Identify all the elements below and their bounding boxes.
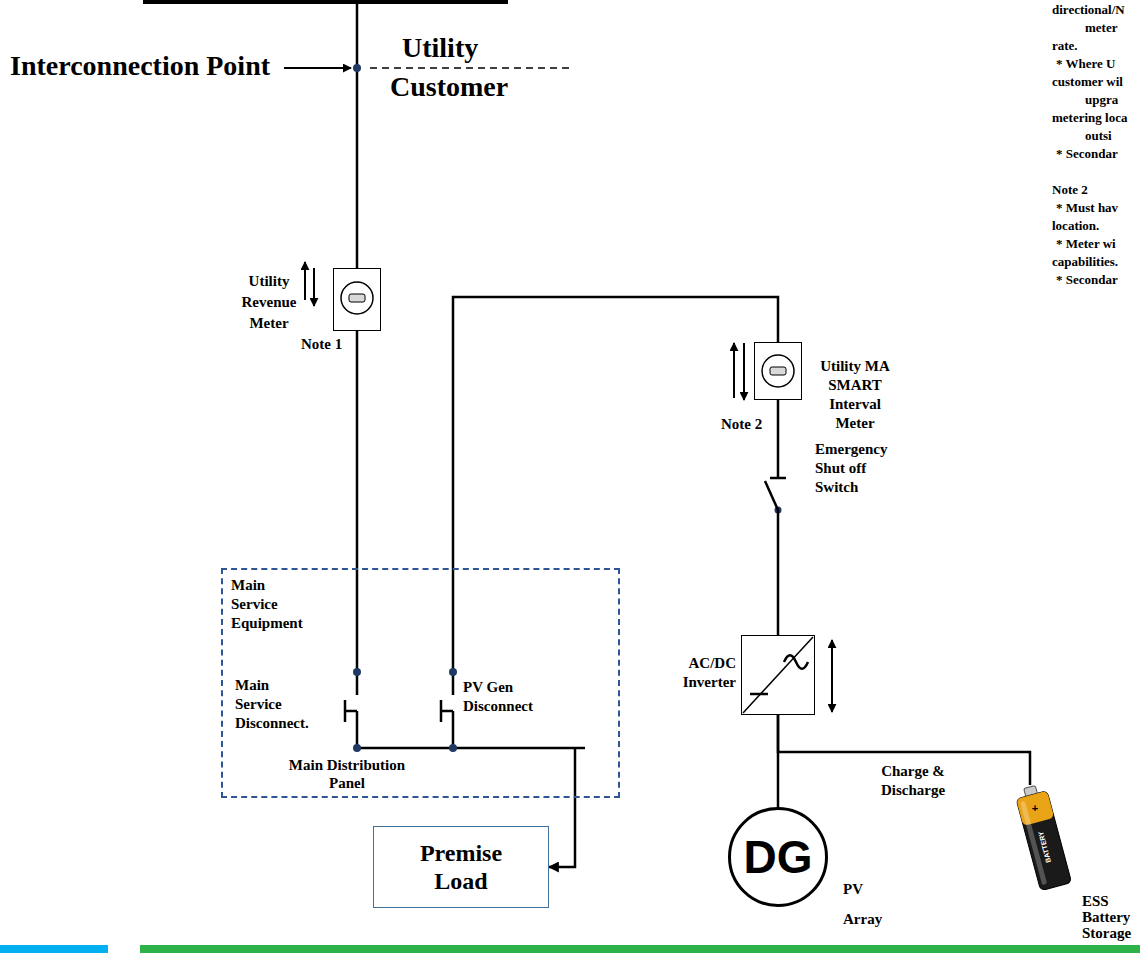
inverter-symbol [750, 693, 768, 696]
array-label: PV Array [843, 874, 887, 934]
group-heading: Main Service Equipment [231, 576, 309, 633]
emergency-switch [765, 478, 786, 510]
note-text: meter [1085, 20, 1117, 36]
note-text: outsi [1085, 128, 1112, 144]
footer-bar-green [140, 945, 1140, 953]
meter-symbol [762, 355, 794, 387]
battery-body [1014, 783, 1072, 891]
note-text: upgra [1085, 92, 1118, 108]
note-text: * Secondar [1056, 272, 1118, 288]
battery-icon [990, 785, 1070, 900]
connector-wire [549, 798, 575, 867]
inverter-box: AC/DC Inverter [741, 635, 815, 715]
connector-wire [356, 331, 359, 568]
note-text: * Secondar [1056, 146, 1118, 162]
interconnection-dot [353, 64, 361, 72]
polarity-mark: + [1032, 802, 1038, 814]
meter-label: Utility Revenue Meter [239, 271, 299, 334]
note-text: directional/N [1052, 2, 1125, 18]
meter-label: Utility MA SMART Interval Meter [809, 357, 901, 433]
revenue-meter: Utility Revenue MeterNote 1 [333, 268, 381, 331]
generator-code: DG [744, 832, 813, 882]
terminal-dots [353, 744, 361, 752]
switch-label: Main Service Disconnect. [235, 676, 315, 733]
note-text: * Meter wi [1056, 236, 1116, 252]
smart-meter: Utility MA SMART Interval MeterNote 2 [754, 342, 802, 400]
pointer-label: Interconnection Point [10, 50, 270, 82]
flow-arrows [831, 640, 833, 712]
note-heading: Note 2 [1052, 182, 1088, 198]
disconnect-switch [356, 711, 359, 748]
busbar [574, 748, 577, 798]
meter-symbol [341, 282, 373, 314]
meter-symbol [770, 367, 786, 375]
battery-storage: +BATTERYESS Battery Storage [990, 785, 1070, 900]
flow-arrows [313, 268, 315, 306]
utility-feeder [356, 0, 359, 268]
inverter-symbol [743, 637, 813, 713]
note-text: * Must hav [1056, 200, 1118, 216]
ownership-divider [370, 67, 570, 69]
connector-wire [453, 297, 778, 568]
note-text: rate. [1052, 38, 1078, 54]
disconnect-switch [345, 568, 453, 748]
footer-bar-blue [0, 945, 108, 953]
terminal-dots [449, 668, 457, 676]
inverter-label: AC/DC Inverter [674, 654, 736, 692]
meter-symbol [349, 294, 365, 302]
inverter-symbol [784, 655, 808, 669]
note-text: capabilities. [1052, 254, 1118, 270]
side-label: Customer [390, 71, 508, 103]
inverter-symbol [743, 637, 813, 713]
flow-arrows [743, 343, 745, 400]
service-equipment-group: Main Service EquipmentMain Service Disco… [221, 568, 620, 798]
terminal-dots [449, 744, 457, 752]
battery-casing [1016, 791, 1071, 891]
panel-label: Main Distribution Panel [277, 756, 417, 792]
note-text: metering loca [1052, 110, 1127, 126]
switch-label: Emergency Shut off Switch [815, 440, 907, 497]
wire-label: Charge & Discharge [866, 762, 960, 800]
disconnect-switch [452, 711, 455, 748]
busbar [357, 747, 585, 750]
switch-label: PV Gen Disconnect [463, 678, 543, 716]
disconnect-switch [441, 710, 453, 713]
generator-circle: DGPV Array [728, 807, 828, 907]
storage-label: ESS Battery Storage [1082, 893, 1136, 941]
connector-wire [777, 400, 780, 635]
flow-arrows [304, 262, 306, 300]
utility-feeder [143, 0, 508, 4]
note-text: location. [1052, 218, 1099, 234]
emergency-switch [765, 481, 778, 510]
load-label: Premise Load [414, 839, 508, 895]
note-ref: Note 1 [301, 335, 342, 353]
side-label: Utility [402, 32, 478, 64]
note-text: * Where U [1056, 56, 1115, 72]
note-ref: Note 2 [721, 415, 762, 433]
terminal-dots [353, 507, 782, 753]
terminal-dots [353, 668, 361, 676]
note-text: customer wil [1052, 74, 1123, 90]
load-box: Premise Load [373, 826, 549, 908]
utility-feeder [143, 0, 508, 268]
pointer-arrow [284, 67, 351, 69]
disconnect-switch [345, 710, 357, 713]
flow-arrows [305, 262, 832, 712]
flow-arrows [733, 343, 735, 398]
